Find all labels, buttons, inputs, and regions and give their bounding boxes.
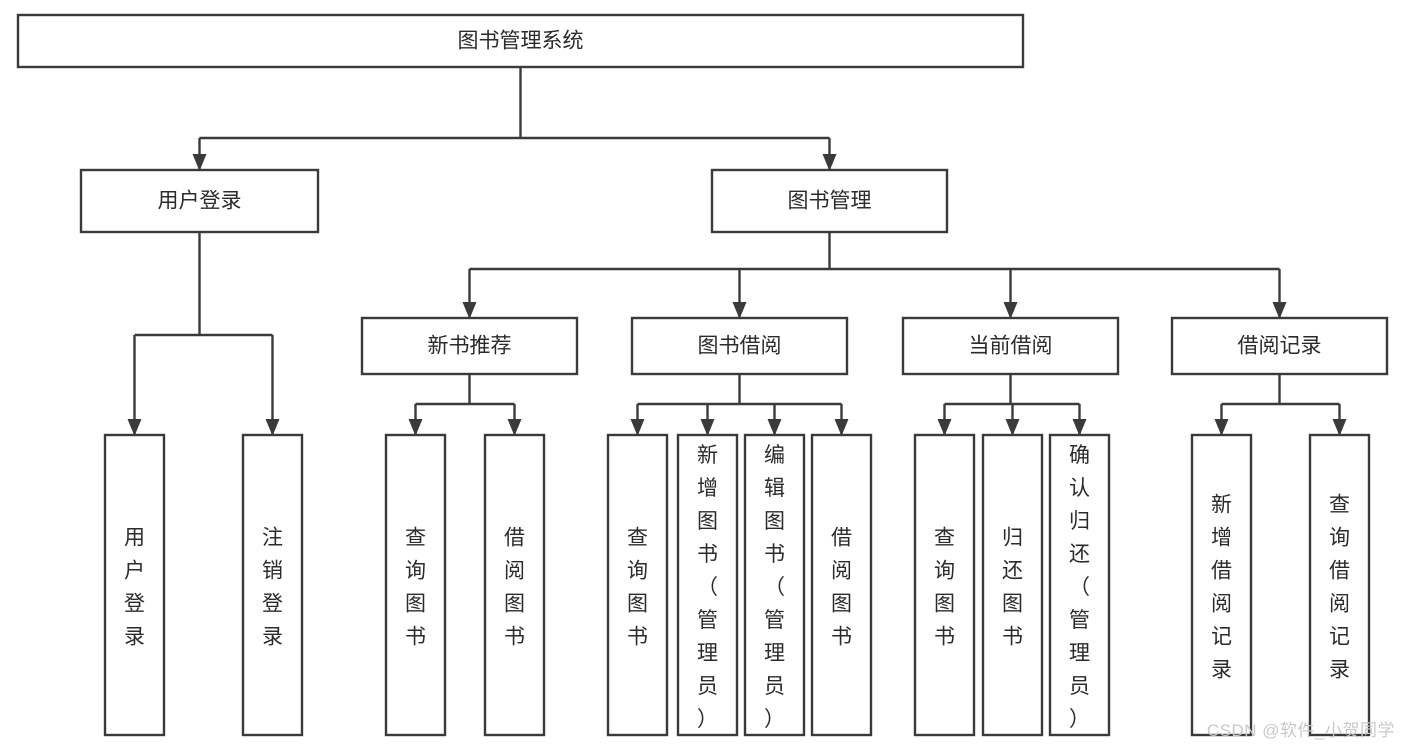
leaf-node-9-label: 归还图书	[1002, 527, 1023, 649]
leaf-node-3-label: 借阅图书	[504, 527, 525, 649]
level3-node-1[interactable]: 图书借阅	[630, 316, 849, 376]
leaf-node-0-rect[interactable]	[103, 433, 166, 737]
leaf-node-1-label: 注销登录	[262, 527, 283, 649]
level3-node-2[interactable]: 当前借阅	[901, 316, 1120, 376]
arrow-head-icon	[462, 302, 477, 319]
leaf-node-4[interactable]: 查询图书	[606, 433, 669, 737]
leaf-node-12-label: 查询借阅记录	[1329, 494, 1350, 682]
leaf-node-2-rect[interactable]	[384, 433, 447, 737]
arrow-head-icon	[127, 419, 142, 436]
leaf-node-5-rect[interactable]	[676, 433, 739, 737]
leaf-node-6[interactable]: 编辑图书（管理员）	[743, 433, 806, 737]
leaf-node-0[interactable]: 用户登录	[103, 433, 166, 737]
leaf-node-9[interactable]: 归还图书	[981, 433, 1044, 737]
leaf-node-7-rect[interactable]	[810, 433, 873, 737]
leaf-node-2-label: 查询图书	[405, 527, 426, 649]
leaf-node-6-label: 编辑图书（管理员）	[764, 444, 785, 731]
leaf-node-1-rect[interactable]	[241, 433, 304, 737]
level3-node-2-rect[interactable]	[901, 316, 1120, 376]
level2-node-0-label: 用户登录	[158, 190, 242, 213]
arrow-head-icon	[1272, 302, 1287, 319]
level3-node-1-label: 图书借阅	[698, 335, 782, 358]
root-node[interactable]: 图书管理系统	[16, 13, 1025, 69]
leaf-node-5-label: 新增图书（管理员）	[697, 444, 718, 731]
level3-node-0[interactable]: 新书推荐	[360, 316, 579, 376]
leaf-node-10-label: 确认归还（管理员）	[1069, 444, 1090, 731]
arrow-head-icon	[1214, 419, 1229, 436]
level3-node-1-rect[interactable]	[630, 316, 849, 376]
level2-node-0-rect[interactable]	[79, 168, 320, 234]
leaf-node-10-rect[interactable]	[1048, 433, 1111, 737]
level3-node-3-rect[interactable]	[1170, 316, 1389, 376]
arrow-head-icon	[1005, 419, 1020, 436]
leaf-node-10[interactable]: 确认归还（管理员）	[1048, 433, 1111, 737]
level3-node-0-label: 新书推荐	[428, 335, 512, 358]
arrow-head-icon	[767, 419, 782, 436]
leaf-node-9-rect[interactable]	[981, 433, 1044, 737]
arrow-head-icon	[192, 154, 207, 171]
leaf-node-3-rect[interactable]	[483, 433, 546, 737]
leaf-node-8-rect[interactable]	[913, 433, 976, 737]
arrow-head-icon	[732, 302, 747, 319]
root-node-label: 图书管理系统	[458, 30, 584, 53]
arrow-head-icon	[1003, 302, 1018, 319]
arrow-head-icon	[408, 419, 423, 436]
arrow-head-icon	[265, 419, 280, 436]
level3-node-0-rect[interactable]	[360, 316, 579, 376]
leaf-node-1[interactable]: 注销登录	[241, 433, 304, 737]
arrow-head-icon	[822, 154, 837, 171]
arrow-head-icon	[1332, 419, 1347, 436]
level3-node-3-label: 借阅记录	[1238, 335, 1322, 358]
leaf-node-11-label: 新增借阅记录	[1211, 494, 1232, 682]
leaf-node-2[interactable]: 查询图书	[384, 433, 447, 737]
leaf-node-8-label: 查询图书	[934, 527, 955, 649]
arrow-head-icon	[700, 419, 715, 436]
level3-node-2-label: 当前借阅	[969, 335, 1053, 358]
leaf-node-0-label: 用户登录	[124, 527, 145, 649]
leaf-node-5[interactable]: 新增图书（管理员）	[676, 433, 739, 737]
leaf-node-8[interactable]: 查询图书	[913, 433, 976, 737]
leaf-node-12[interactable]: 查询借阅记录	[1308, 433, 1371, 737]
leaf-node-7-label: 借阅图书	[831, 527, 852, 649]
root-node-rect[interactable]	[16, 13, 1025, 69]
level2-node-0[interactable]: 用户登录	[79, 168, 320, 234]
level2-node-1-label: 图书管理	[788, 190, 872, 213]
arrow-head-icon	[507, 419, 522, 436]
leaf-node-11[interactable]: 新增借阅记录	[1190, 433, 1253, 737]
arrow-head-icon	[834, 419, 849, 436]
leaf-node-4-label: 查询图书	[627, 527, 648, 649]
leaf-node-12-rect[interactable]	[1308, 433, 1371, 737]
leaf-node-7[interactable]: 借阅图书	[810, 433, 873, 737]
arrow-head-icon	[630, 419, 645, 436]
level2-node-1[interactable]: 图书管理	[710, 168, 949, 234]
leaf-node-3[interactable]: 借阅图书	[483, 433, 546, 737]
level2-node-1-rect[interactable]	[710, 168, 949, 234]
leaf-node-11-rect[interactable]	[1190, 433, 1253, 737]
level3-node-3[interactable]: 借阅记录	[1170, 316, 1389, 376]
arrow-head-icon	[1072, 419, 1087, 436]
arrow-head-icon	[937, 419, 952, 436]
leaf-node-4-rect[interactable]	[606, 433, 669, 737]
leaf-node-6-rect[interactable]	[743, 433, 806, 737]
